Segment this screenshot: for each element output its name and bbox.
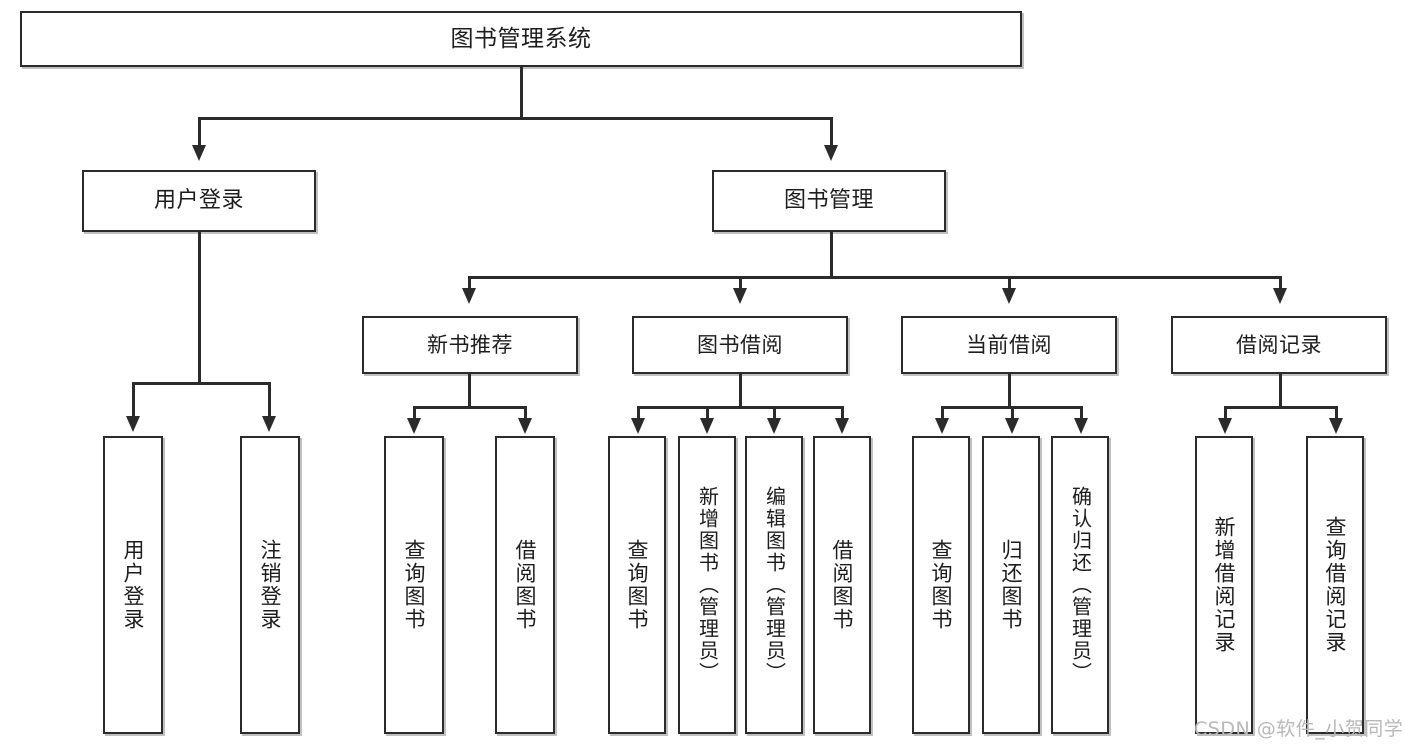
connector-borrow-record-child-2 xyxy=(1335,406,1338,424)
leaf-book-borrow-query-book[interactable]: 查询图书 xyxy=(608,436,666,734)
node-label: 查询借阅记录 xyxy=(1323,516,1348,654)
arrow-down-icon xyxy=(1273,288,1287,304)
leaf-new-book-borrow-book[interactable]: 借阅图书 xyxy=(495,436,555,734)
node-label: 查询图书 xyxy=(625,539,650,631)
node-label: 新书推荐 xyxy=(427,332,513,357)
connector-borrow-record-bus xyxy=(1224,406,1337,409)
arrow-down-icon xyxy=(935,418,949,434)
connector-book-borrow-stem xyxy=(739,374,742,406)
arrow-down-icon xyxy=(126,416,140,432)
connector-new-book-child-2 xyxy=(524,406,527,424)
connector-root-to-book-management xyxy=(830,117,833,145)
connector-root-to-user-login xyxy=(198,117,201,145)
node-label: 图书借阅 xyxy=(697,332,783,357)
arrow-down-icon xyxy=(518,418,532,434)
arrow-down-icon xyxy=(1218,418,1232,434)
node-label: 查询图书 xyxy=(929,539,954,631)
node-label: 编辑图书（管理员） xyxy=(762,486,787,684)
arrow-down-icon xyxy=(1329,418,1343,434)
arrow-down-icon xyxy=(733,288,747,304)
node-root-book-management-system[interactable]: 图书管理系统 xyxy=(20,11,1022,67)
leaf-current-borrow-return-book[interactable]: 归还图书 xyxy=(982,436,1040,734)
node-label: 图书管理 xyxy=(783,188,874,214)
node-label: 用户登录 xyxy=(121,539,146,631)
connector-user-login-bus xyxy=(132,382,270,385)
leaf-new-book-query-book[interactable]: 查询图书 xyxy=(384,436,444,734)
connector-book-borrow-bus xyxy=(637,406,843,409)
node-label: 当前借阅 xyxy=(966,332,1052,357)
arrow-down-icon xyxy=(1074,418,1088,434)
arrow-down-icon xyxy=(767,418,781,434)
connector-new-book-bus xyxy=(413,406,526,409)
watermark-text: CSDN @软件_小贺同学 xyxy=(1194,718,1404,740)
connector-current-borrow-stem xyxy=(1008,374,1011,406)
connector-new-book-stem xyxy=(468,374,471,406)
node-label: 新增借阅记录 xyxy=(1212,516,1237,654)
connector-user-login-child-1 xyxy=(132,382,135,416)
node-label: 新增图书（管理员） xyxy=(695,486,720,684)
arrow-down-icon xyxy=(700,418,714,434)
node-label: 确认归还（管理员） xyxy=(1068,486,1093,684)
connector-book-borrow-child-4 xyxy=(841,406,844,424)
node-label: 借阅图书 xyxy=(830,539,855,631)
arrow-down-icon xyxy=(262,416,276,432)
connector-current-borrow-child-1 xyxy=(941,406,944,424)
leaf-book-borrow-edit-book-admin[interactable]: 编辑图书（管理员） xyxy=(745,436,803,734)
connector-book-borrow-child-1 xyxy=(637,406,640,424)
node-book-borrow[interactable]: 图书借阅 xyxy=(632,316,848,374)
node-label: 查询图书 xyxy=(402,539,427,631)
node-book-management[interactable]: 图书管理 xyxy=(712,170,946,232)
node-label: 用户登录 xyxy=(153,188,244,214)
arrow-down-icon xyxy=(192,145,206,161)
arrow-down-icon xyxy=(824,145,838,161)
leaf-user-login-login[interactable]: 用户登录 xyxy=(103,436,163,734)
leaf-current-borrow-query-book[interactable]: 查询图书 xyxy=(912,436,970,734)
connector-current-borrow-child-2 xyxy=(1011,406,1014,424)
connector-user-login-stem xyxy=(198,232,201,382)
node-new-book-recommend[interactable]: 新书推荐 xyxy=(362,316,578,374)
connector-borrow-record-stem xyxy=(1279,374,1282,406)
leaf-book-borrow-add-book-admin[interactable]: 新增图书（管理员） xyxy=(678,436,736,734)
connector-borrow-record-child-1 xyxy=(1224,406,1227,424)
node-current-borrow[interactable]: 当前借阅 xyxy=(901,316,1117,374)
connector-book-management-stem xyxy=(830,232,833,276)
leaf-borrow-record-query-record[interactable]: 查询借阅记录 xyxy=(1306,436,1364,734)
leaf-user-login-logout[interactable]: 注销登录 xyxy=(240,436,300,734)
arrow-down-icon xyxy=(1005,418,1019,434)
node-label: 借阅记录 xyxy=(1236,332,1322,357)
node-label: 归还图书 xyxy=(999,539,1024,631)
arrow-down-icon xyxy=(462,288,476,304)
connector-book-management-bus xyxy=(468,276,1280,279)
arrow-down-icon xyxy=(1002,288,1016,304)
leaf-current-borrow-confirm-return-admin[interactable]: 确认归还（管理员） xyxy=(1051,436,1109,734)
node-label: 借阅图书 xyxy=(513,539,538,631)
connector-book-borrow-child-3 xyxy=(773,406,776,424)
arrow-down-icon xyxy=(835,418,849,434)
leaf-borrow-record-add-record[interactable]: 新增借阅记录 xyxy=(1195,436,1253,734)
arrow-down-icon xyxy=(407,418,421,434)
connector-root-stem xyxy=(520,67,523,117)
connector-current-borrow-child-3 xyxy=(1080,406,1083,424)
node-borrow-record[interactable]: 借阅记录 xyxy=(1171,316,1387,374)
connector-new-book-child-1 xyxy=(413,406,416,424)
arrow-down-icon xyxy=(631,418,645,434)
node-user-login[interactable]: 用户登录 xyxy=(82,170,316,232)
node-label: 注销登录 xyxy=(258,539,283,631)
connector-book-borrow-child-2 xyxy=(706,406,709,424)
connector-root-bus xyxy=(198,117,832,120)
leaf-book-borrow-borrow-book[interactable]: 借阅图书 xyxy=(813,436,871,734)
connector-user-login-child-2 xyxy=(268,382,271,416)
node-label: 图书管理系统 xyxy=(450,25,592,52)
